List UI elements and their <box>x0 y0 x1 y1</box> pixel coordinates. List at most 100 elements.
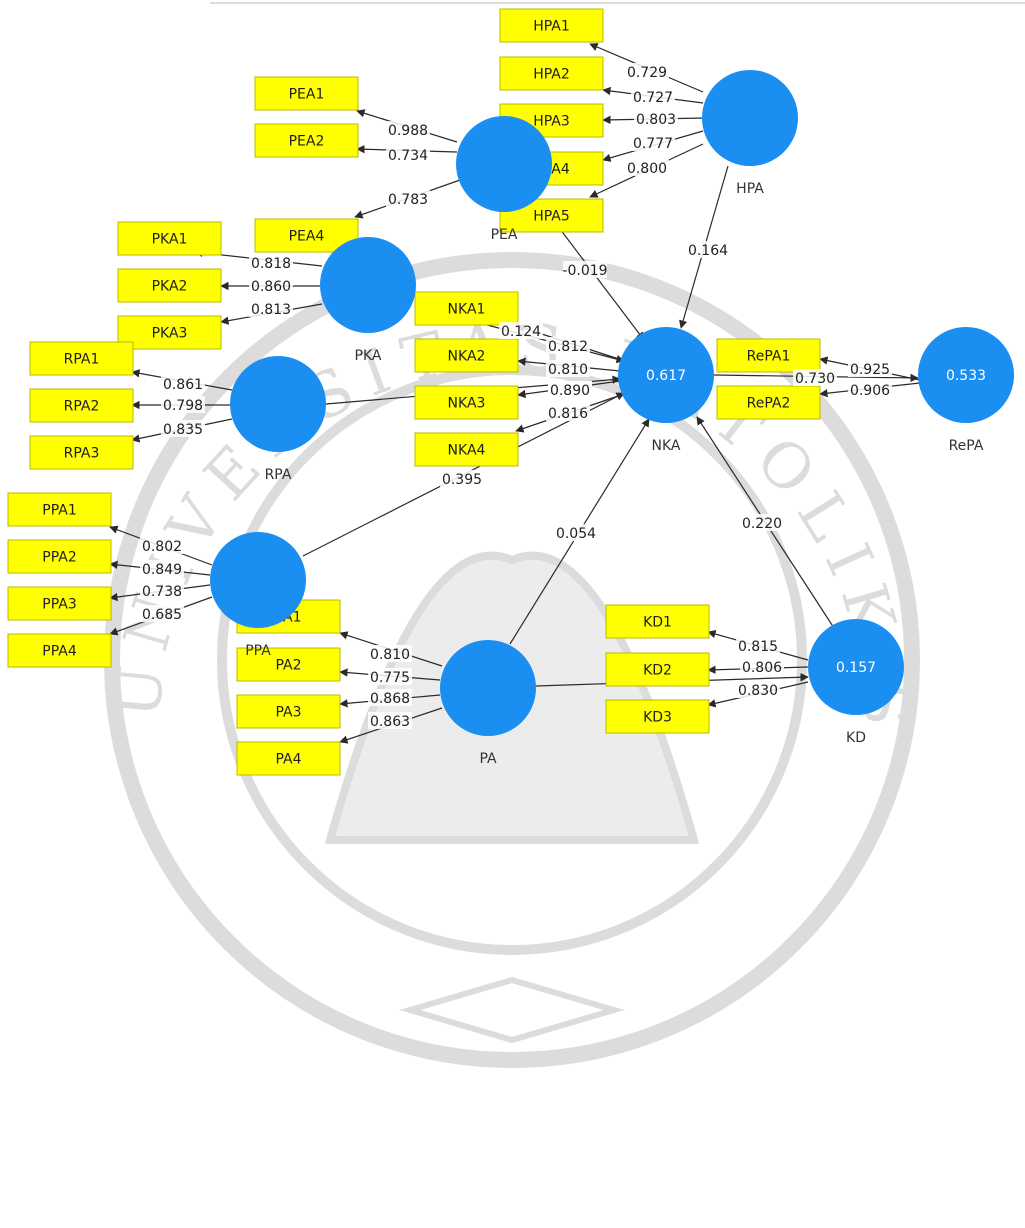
latent-ppa[interactable]: PPA <box>210 532 306 659</box>
indicator-nka2[interactable]: NKA2 <box>414 338 519 373</box>
latent-pa[interactable]: PA <box>440 640 536 767</box>
latent-name: RPA <box>265 467 292 483</box>
indicator-label: PEA4 <box>289 229 325 245</box>
loading-value-repa1: 0.925 <box>850 362 890 378</box>
indicator-pka3[interactable]: PKA3 <box>117 315 222 350</box>
indicator-box <box>236 694 341 729</box>
path-coefficient-pea-nka-bg <box>563 261 607 278</box>
loading-value-rpa1: 0.861 <box>163 377 203 393</box>
indicator-pka1[interactable]: PKA1 <box>117 221 222 256</box>
indicator-pa4[interactable]: PA4 <box>236 741 341 776</box>
indicator-label: NKA2 <box>448 349 486 365</box>
loading-value-pa4-bg <box>368 712 412 729</box>
path-coefficient-hpa-nka: 0.164 <box>688 243 728 259</box>
indicator-box <box>605 604 710 639</box>
indicator-pka2[interactable]: PKA2 <box>117 268 222 303</box>
path-coefficient-pka-nka-bg <box>499 322 543 339</box>
indicator-ppa3[interactable]: PPA3 <box>7 586 112 621</box>
indicator-rpa2[interactable]: RPA2 <box>29 388 134 423</box>
loading-value-pa2: 0.775 <box>370 670 410 686</box>
loading-value-nka2: 0.810 <box>548 362 588 378</box>
indicator-box <box>7 539 112 574</box>
latent-circle <box>456 116 552 212</box>
loading-value-pa2-bg <box>368 668 412 685</box>
latent-circle <box>440 640 536 736</box>
indicator-label: HPA5 <box>533 209 570 225</box>
loading-value-ppa1: 0.802 <box>142 539 182 555</box>
indicator-nka4[interactable]: NKA4 <box>414 432 519 467</box>
indicator-hpa1[interactable]: HPA1 <box>499 8 604 43</box>
latent-pea[interactable]: PEA <box>456 116 552 243</box>
latent-r-squared: 0.617 <box>646 368 686 384</box>
indicator-pea1[interactable]: PEA1 <box>254 76 359 111</box>
indicator-ppa4[interactable]: PPA4 <box>7 633 112 668</box>
indicator-kd3[interactable]: KD3 <box>605 699 710 734</box>
path-coefficient-kd-nka: 0.220 <box>742 516 782 532</box>
indicator-box <box>605 699 710 734</box>
loading-value-hpa5: 0.800 <box>627 161 667 177</box>
latent-hpa[interactable]: HPA <box>702 70 798 197</box>
indicator-repa1[interactable]: RePA1 <box>716 338 821 373</box>
loading-value-repa2: 0.906 <box>850 383 890 399</box>
indicator-nka3[interactable]: NKA3 <box>414 385 519 420</box>
indicator-ppa2[interactable]: PPA2 <box>7 539 112 574</box>
loading-value-repa1-bg <box>848 360 892 377</box>
indicator-rpa1[interactable]: RPA1 <box>29 341 134 376</box>
loading-value-nka4-bg <box>546 404 590 421</box>
path-arrow-pea-nka <box>559 228 645 341</box>
indicator-label: HPA2 <box>533 67 570 83</box>
indicator-kd2[interactable]: KD2 <box>605 652 710 687</box>
indicator-box <box>7 492 112 527</box>
latent-circle <box>808 619 904 715</box>
loading-value-nka1: 0.812 <box>548 339 588 355</box>
latent-circle <box>702 70 798 166</box>
indicator-kd1[interactable]: KD1 <box>605 604 710 639</box>
indicator-hpa2[interactable]: HPA2 <box>499 56 604 91</box>
loading-value-rpa3: 0.835 <box>163 422 203 438</box>
latent-rpa[interactable]: RPA <box>230 356 326 483</box>
latent-name: HPA <box>736 181 764 197</box>
indicator-box <box>254 76 359 111</box>
path-coefficient-ppa-nka-bg <box>440 470 484 487</box>
indicator-rpa3[interactable]: RPA3 <box>29 435 134 470</box>
indicator-box <box>414 338 519 373</box>
path-coefficient-rpa-nka: 0.890 <box>550 383 590 399</box>
indicator-ppa1[interactable]: PPA1 <box>7 492 112 527</box>
indicator-box <box>414 432 519 467</box>
latent-name: PA <box>479 751 497 767</box>
indicator-pa3[interactable]: PA3 <box>236 694 341 729</box>
latent-pka[interactable]: PKA <box>320 237 416 364</box>
latent-name: RePA <box>949 438 984 454</box>
indicator-label: HPA1 <box>533 19 570 35</box>
indicator-repa2[interactable]: RePA2 <box>716 385 821 420</box>
watermark-ring <box>104 252 920 1068</box>
indicator-label: KD3 <box>643 710 672 726</box>
indicator-box <box>499 56 604 91</box>
indicator-label: RePA2 <box>747 396 791 412</box>
indicator-box <box>414 291 519 326</box>
path-coefficient-pea-nka: -0.019 <box>562 263 607 279</box>
indicator-pea2[interactable]: PEA2 <box>254 123 359 158</box>
loading-value-kd1: 0.815 <box>738 639 778 655</box>
latent-circle <box>210 532 306 628</box>
indicator-nka1[interactable]: NKA1 <box>414 291 519 326</box>
loading-value-pa1-bg <box>368 645 412 662</box>
loading-value-repa2-bg <box>848 381 892 398</box>
loading-value-kd2-bg <box>740 658 784 675</box>
loading-value-hpa3-bg <box>634 110 678 127</box>
indicator-box <box>29 388 134 423</box>
latent-name: PKA <box>355 348 382 364</box>
loading-value-pea1: 0.988 <box>388 123 428 139</box>
loading-value-hpa2-bg <box>631 88 675 105</box>
path-coefficient-rpa-nka-bg <box>548 381 592 398</box>
indicator-pa2[interactable]: PA2 <box>236 647 341 682</box>
indicator-label: KD2 <box>643 663 672 679</box>
indicator-label: PKA2 <box>152 279 188 295</box>
loading-value-rpa2-bg <box>161 396 205 413</box>
indicator-label: HPA3 <box>533 114 570 130</box>
loading-value-pea4: 0.783 <box>388 192 428 208</box>
loading-value-kd3: 0.830 <box>738 683 778 699</box>
